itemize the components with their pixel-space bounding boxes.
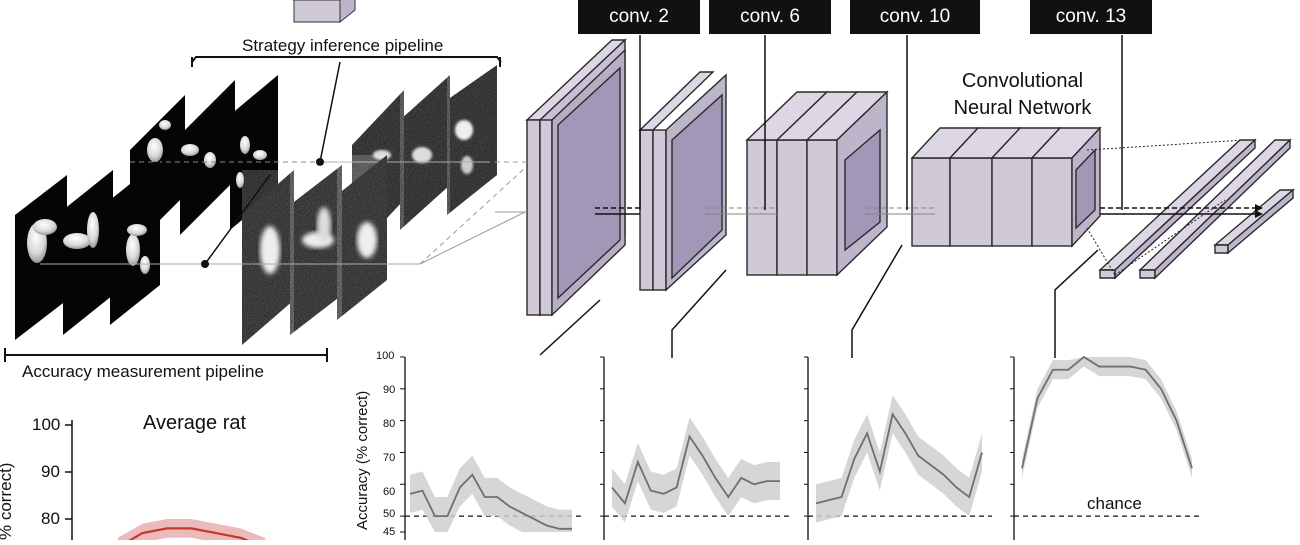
confidence-band bbox=[612, 417, 780, 523]
accuracy-stimulus-stack bbox=[15, 155, 526, 345]
ytick-100: 100 bbox=[376, 350, 395, 362]
label-connectors bbox=[539, 35, 1123, 358]
layer-plot-2 bbox=[600, 356, 790, 540]
ytick-70: 70 bbox=[383, 452, 396, 464]
layer-block-1 bbox=[525, 38, 627, 317]
layer-block-4 bbox=[910, 126, 1102, 248]
strategy-pipeline-label: Strategy inference pipeline bbox=[242, 36, 444, 55]
layer-block-3 bbox=[745, 90, 889, 277]
accuracy-bracket bbox=[4, 348, 328, 362]
confidence-band bbox=[410, 455, 572, 532]
cnn-title-line2: Neural Network bbox=[953, 97, 1092, 119]
conv-2-label: conv. 2 bbox=[578, 0, 700, 34]
accuracy-line bbox=[611, 434, 780, 506]
confidence-band bbox=[1022, 357, 1192, 478]
layer-plots-ylabel: Accuracy (% correct) bbox=[354, 390, 371, 530]
rat-ytick-80: 80 bbox=[41, 509, 60, 528]
layer-plot-4 bbox=[1010, 355, 1202, 540]
layer-plots bbox=[400, 355, 1202, 540]
layer-block-2 bbox=[638, 71, 727, 292]
ytick-45: 45 bbox=[383, 526, 396, 538]
layer-plot-3 bbox=[804, 356, 992, 540]
accuracy-line bbox=[1021, 355, 1193, 469]
rat-ylabel: % correct) bbox=[0, 462, 15, 540]
chance-label: chance bbox=[1087, 494, 1142, 513]
rat-accuracy-line bbox=[119, 527, 263, 545]
conv-10-label: conv. 10 bbox=[850, 0, 980, 34]
rat-panel-title: Average rat bbox=[143, 412, 247, 434]
rat-ytick-90: 90 bbox=[41, 462, 60, 481]
rat-confidence-band bbox=[118, 519, 265, 545]
conv-13-label: conv. 13 bbox=[1030, 0, 1152, 34]
input-cube bbox=[292, 0, 356, 24]
rat-plot bbox=[118, 519, 265, 545]
accuracy-pipeline-label: Accuracy measurement pipeline bbox=[22, 362, 264, 381]
fc-layers bbox=[1098, 138, 1295, 280]
accuracy-line bbox=[815, 412, 983, 505]
strategy-bracket bbox=[191, 56, 502, 67]
ytick-50: 50 bbox=[383, 508, 396, 520]
rat-panel-axes bbox=[65, 420, 73, 540]
ytick-90: 90 bbox=[383, 384, 396, 396]
confidence-band bbox=[816, 395, 982, 523]
accuracy-line bbox=[409, 473, 572, 530]
cnn-layers bbox=[525, 38, 1295, 317]
ytick-60: 60 bbox=[383, 486, 396, 498]
conv-6-label: conv. 6 bbox=[709, 0, 831, 34]
cnn-title-line1: Convolutional bbox=[961, 70, 1084, 92]
ytick-80: 80 bbox=[383, 418, 396, 430]
layer-plot-1 bbox=[400, 356, 582, 540]
rat-ytick-100: 100 bbox=[32, 415, 61, 434]
